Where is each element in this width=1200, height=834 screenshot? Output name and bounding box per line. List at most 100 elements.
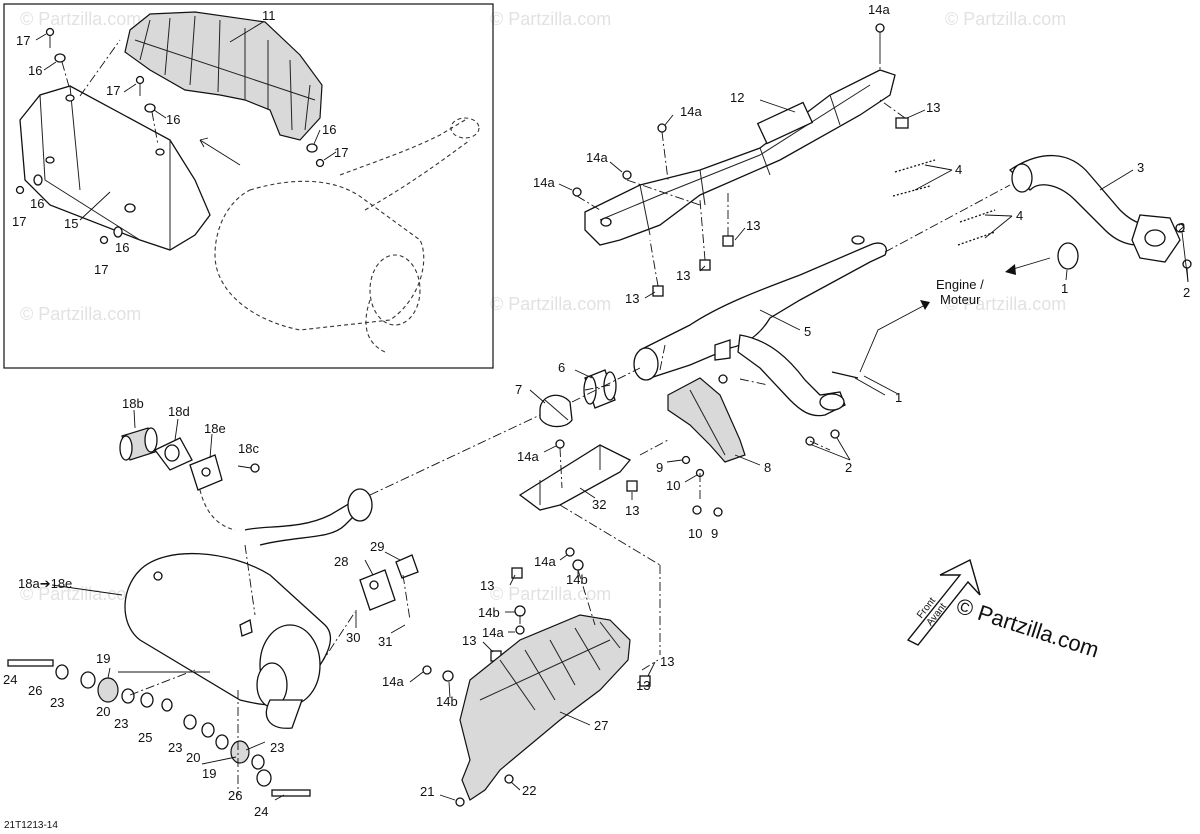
mount-hardware — [7, 659, 311, 797]
watermark-text: © Partzilla.com — [490, 584, 611, 604]
washer-16 — [144, 103, 156, 113]
label-9: 9 — [711, 526, 718, 541]
inset-fasteners — [15, 27, 325, 245]
label-13: 13 — [625, 503, 639, 518]
bolt-17 — [99, 235, 109, 245]
label-24: 24 — [254, 804, 268, 819]
label-20: 20 — [186, 750, 200, 765]
label-17: 17 — [94, 262, 108, 277]
engine-arrow — [859, 257, 1051, 373]
label-18a-18e: 18a➔18e — [18, 576, 72, 591]
muffler-18 — [124, 488, 373, 729]
label-25: 25 — [138, 730, 152, 745]
watermark-text: © Partzilla.com — [20, 304, 141, 324]
watermarks: © Partzilla.com © Partzilla.com © Partzi… — [20, 9, 1066, 604]
label-31: 31 — [378, 634, 392, 649]
clamp-7 — [539, 394, 573, 428]
label-17: 17 — [12, 214, 26, 229]
label-13: 13 — [676, 268, 690, 283]
label-13: 13 — [746, 218, 760, 233]
bushing-29 — [395, 554, 419, 579]
heat-shield-27 — [459, 614, 631, 801]
flange-18e — [189, 454, 223, 491]
label-18c: 18c — [238, 441, 259, 456]
inset-detail-box — [3, 3, 494, 369]
label-32: 32 — [592, 497, 606, 512]
label-15: 15 — [64, 216, 78, 231]
label-17: 17 — [106, 83, 120, 98]
flange-18d — [154, 437, 193, 471]
label-23: 23 — [270, 740, 284, 755]
label-14a: 14a — [868, 2, 890, 17]
label-14a: 14a — [482, 625, 504, 640]
washer-16 — [33, 174, 43, 186]
part-labels: 11 17 16 17 16 16 17 16 17 15 16 17 14a … — [3, 2, 1190, 819]
drawing-code: 21T1213-14 — [4, 820, 58, 831]
bolt-17 — [15, 185, 25, 195]
label-3: 3 — [1137, 160, 1144, 175]
exhaust-pipe-5 — [633, 235, 887, 417]
label-17: 17 — [16, 33, 30, 48]
label-20: 20 — [96, 704, 110, 719]
label-23: 23 — [114, 716, 128, 731]
heat-shield-11 — [124, 11, 323, 141]
header-pipe-3 — [1008, 154, 1192, 269]
label-14a: 14a — [382, 674, 404, 689]
gasket-1 — [831, 371, 859, 379]
washer-16 — [54, 53, 66, 63]
label-14a: 14a — [517, 449, 539, 464]
label-6: 6 — [558, 360, 565, 375]
leaders-main — [51, 99, 1189, 801]
sleeve-6 — [583, 369, 617, 409]
label-28: 28 — [334, 554, 348, 569]
label-5: 5 — [804, 324, 811, 339]
bolt-18c — [237, 463, 260, 473]
label-1: 1 — [1061, 281, 1068, 296]
label-16: 16 — [28, 63, 42, 78]
label-8: 8 — [764, 460, 771, 475]
label-2: 2 — [1178, 220, 1185, 235]
label-19: 19 — [202, 766, 216, 781]
label-14a: 14a — [680, 104, 702, 119]
label-26: 26 — [28, 683, 42, 698]
washer-16 — [306, 143, 318, 153]
bolt-17 — [135, 75, 145, 96]
heat-shield-12 — [584, 69, 896, 246]
label-29: 29 — [370, 539, 384, 554]
label-24: 24 — [3, 672, 17, 687]
springs-4 — [892, 159, 996, 246]
inlet-pipe-18b — [119, 427, 158, 461]
brand-watermark: © Partzilla.com — [953, 593, 1102, 663]
inlet-ghost — [199, 489, 236, 531]
bracket-28 — [359, 569, 396, 611]
label-14a: 14a — [534, 554, 556, 569]
label-17: 17 — [334, 145, 348, 160]
label-14a: 14a — [586, 150, 608, 165]
label-4: 4 — [955, 162, 962, 177]
label-14b: 14b — [566, 572, 588, 587]
label-16: 16 — [115, 240, 129, 255]
label-4: 4 — [1016, 208, 1023, 223]
label-23: 23 — [50, 695, 64, 710]
gasket-1 — [1057, 242, 1079, 270]
label-13: 13 — [462, 633, 476, 648]
watermark-text: © Partzilla.com — [20, 584, 141, 604]
label-2: 2 — [845, 460, 852, 475]
label-13: 13 — [480, 578, 494, 593]
watermark-text: © Partzilla.com — [945, 9, 1066, 29]
label-12: 12 — [730, 90, 744, 105]
label-13: 13 — [625, 291, 639, 306]
label-10: 10 — [666, 478, 680, 493]
label-10: 10 — [688, 526, 702, 541]
label-16: 16 — [30, 196, 44, 211]
inset-leaders — [35, 21, 337, 221]
label-19: 19 — [96, 651, 110, 666]
engine-label: Engine / — [936, 277, 984, 292]
label-13: 13 — [660, 654, 674, 669]
label-30: 30 — [346, 630, 360, 645]
label-27: 27 — [594, 718, 608, 733]
label-16: 16 — [166, 112, 180, 127]
bolt-17 — [315, 158, 325, 168]
bracket-32 — [518, 444, 632, 511]
